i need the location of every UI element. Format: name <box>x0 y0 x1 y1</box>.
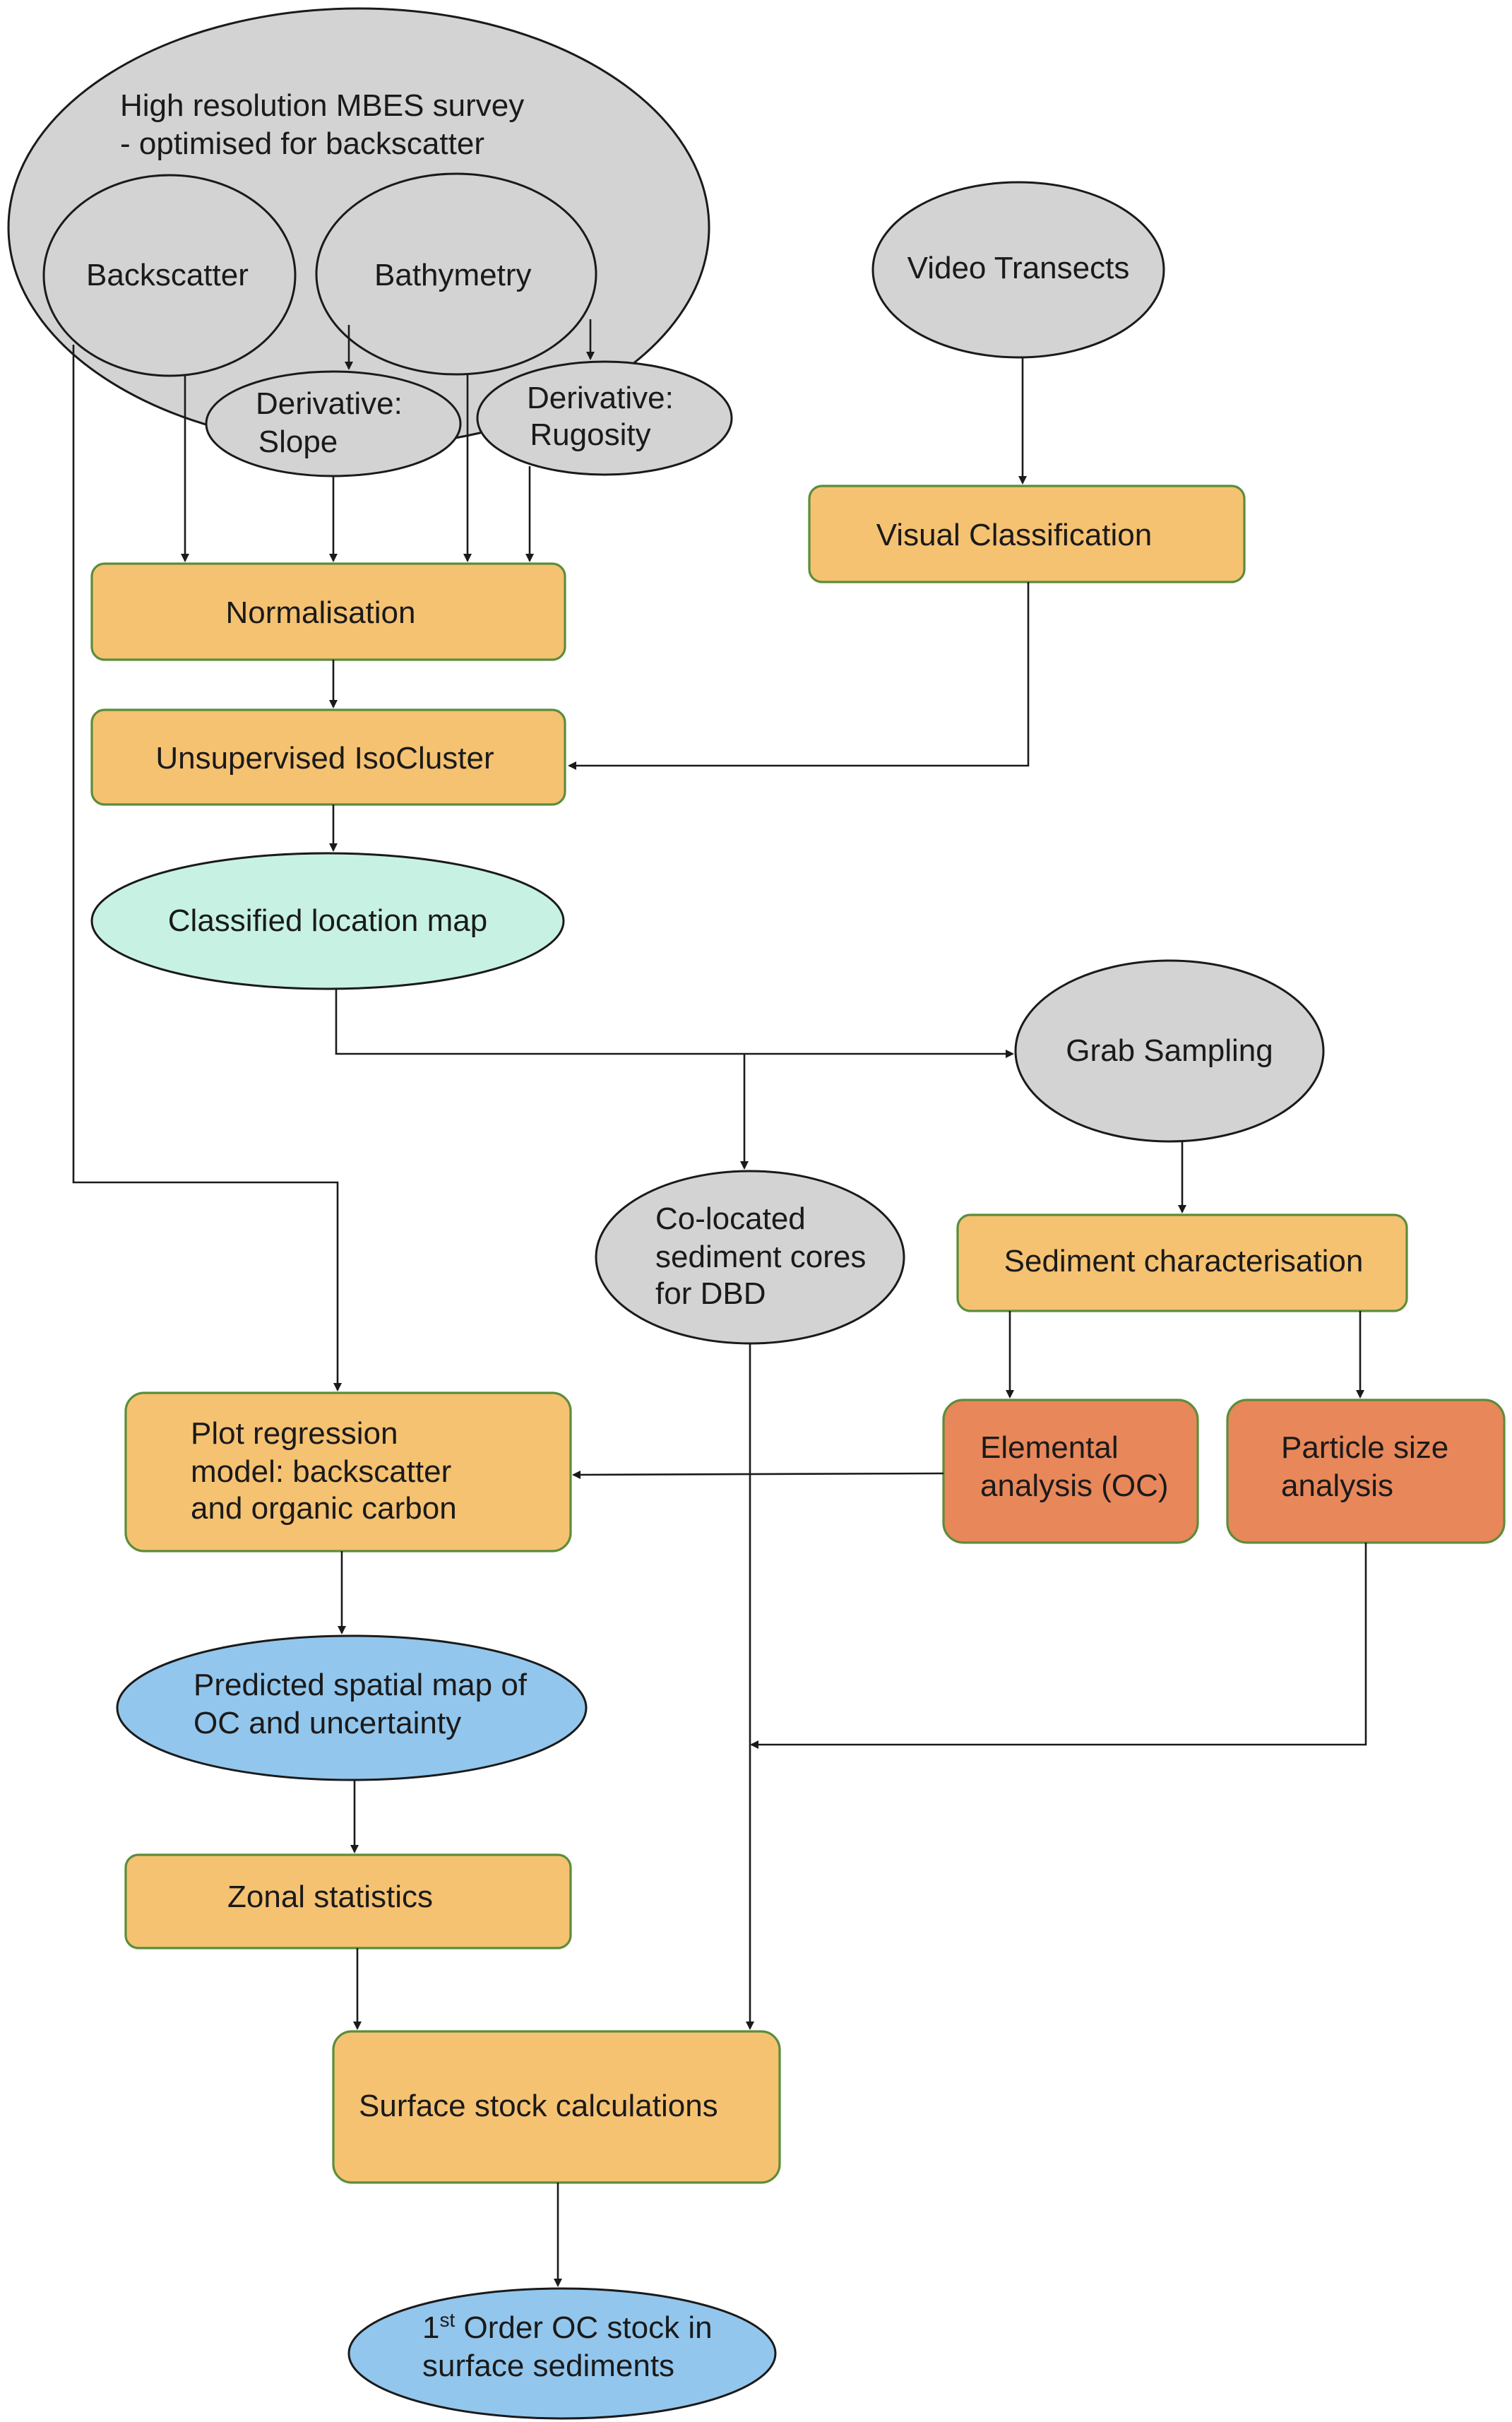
rugosity-label: Derivative: Rugosity <box>527 381 682 452</box>
particle-size-line2: analysis <box>1281 1468 1393 1503</box>
rugosity-line2: Rugosity <box>530 417 650 452</box>
regression-model-node <box>124 1391 572 1553</box>
oc-stock-label: 1st Order OC stock in surface sediments <box>422 2309 721 2383</box>
sediment-cores-label: Co-located sediment cores for DBD <box>655 1201 875 1311</box>
regression-model-label: Plot regression model: backscatter and o… <box>191 1416 460 1526</box>
grab-sampling-node <box>1014 959 1325 1143</box>
rugosity-node <box>476 360 733 476</box>
slope-line1: Derivative: <box>256 386 403 421</box>
edge-visual-isocluster <box>568 582 1030 770</box>
predicted-map-line2: OC and uncertainty <box>194 1706 461 1740</box>
classified-map-node <box>90 852 565 990</box>
particle-size-label: Particle size analysis <box>1281 1430 1457 1503</box>
mbes-survey-line2: - optimised for backscatter <box>120 126 484 161</box>
oc-stock-line1-post: Order OC stock in <box>455 2310 712 2345</box>
regression-model-line2: model: backscatter <box>191 1454 451 1489</box>
grab-sampling-label: Grab Sampling <box>1066 1033 1273 1068</box>
predicted-map-node <box>116 1634 588 1781</box>
surface-stock-label: Surface stock calculations <box>359 2089 718 2123</box>
video-transects-node <box>871 181 1165 359</box>
edge-backscatter-regression <box>72 345 342 1391</box>
mbes-survey-label: High resolution MBES survey - optimised … <box>120 88 532 161</box>
sediment-characterisation-label: Sediment characterisation <box>1004 1244 1364 1278</box>
normalisation-node <box>90 562 566 661</box>
sediment-cores-line2: sediment cores <box>655 1240 866 1274</box>
zonal-statistics-label: Zonal statistics <box>227 1880 433 1914</box>
sediment-characterisation-node <box>956 1213 1408 1312</box>
sediment-cores-line1: Co-located <box>655 1201 806 1236</box>
particle-size-line1: Particle size <box>1281 1430 1448 1465</box>
bathymetry-label: Bathymetry <box>374 258 532 292</box>
elemental-analysis-node <box>942 1399 1199 1544</box>
predicted-map-line1: Predicted spatial map of <box>194 1668 528 1702</box>
isocluster-node <box>90 708 566 806</box>
edge-elemental-regression <box>572 1470 944 1479</box>
regression-model-line1: Plot regression <box>191 1416 398 1451</box>
sediment-cores-line3: for DBD <box>655 1276 766 1311</box>
elemental-analysis-label: Elemental analysis (OC) <box>980 1430 1169 1503</box>
zonal-statistics-node <box>124 1853 572 1949</box>
oc-stock-line2: surface sediments <box>422 2349 674 2383</box>
bathymetry-node <box>315 172 597 376</box>
elemental-analysis-line1: Elemental <box>980 1430 1119 1465</box>
slope-label: Derivative: Slope <box>256 386 411 459</box>
oc-stock-line1-sup: st <box>439 2309 455 2331</box>
elemental-analysis-line2: analysis (OC) <box>980 1468 1169 1503</box>
edge-particle-merge <box>750 1543 1367 1749</box>
video-transects-label: Video Transects <box>907 251 1130 285</box>
regression-model-line3: and organic carbon <box>191 1491 457 1526</box>
classified-map-label: Classified location map <box>168 903 487 938</box>
rugosity-line1: Derivative: <box>527 381 674 415</box>
backscatter-label: Backscatter <box>86 258 249 292</box>
visual-classification-label: Visual Classification <box>876 518 1152 552</box>
backscatter-node <box>42 174 297 377</box>
surface-stock-node <box>332 2030 781 2184</box>
oc-stock-node <box>347 2287 777 2420</box>
normalisation-label: Normalisation <box>226 595 416 630</box>
edge-classified-grab <box>335 989 1014 1058</box>
slope-line2: Slope <box>258 425 338 459</box>
predicted-map-label: Predicted spatial map of OC and uncertai… <box>194 1668 535 1740</box>
mbes-survey-line1: High resolution MBES survey <box>120 88 524 123</box>
visual-classification-node <box>808 485 1246 583</box>
oc-stock-line1-pre: 1 <box>422 2310 439 2345</box>
isocluster-label: Unsupervised IsoCluster <box>155 741 494 776</box>
